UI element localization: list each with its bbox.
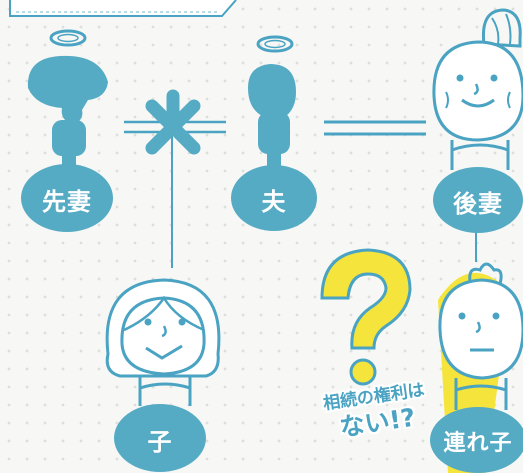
stepchild-label: 連れ子 xyxy=(443,431,513,456)
divorce-cross-icon xyxy=(145,89,201,155)
second-wife-label: 後妻 xyxy=(453,189,503,218)
former-wife-label: 先妻 xyxy=(42,187,92,216)
silhouette-neck xyxy=(52,120,86,156)
label-bubble xyxy=(21,164,113,232)
former-wife xyxy=(21,29,113,232)
silhouette-head xyxy=(248,64,296,116)
label-bubble xyxy=(231,165,317,231)
face xyxy=(438,278,523,380)
stepchild xyxy=(430,262,523,473)
top-card xyxy=(9,0,237,17)
child-label: 子 xyxy=(147,427,173,456)
second-wife xyxy=(432,8,523,233)
husband-label: 夫 xyxy=(261,187,287,216)
hair-bun xyxy=(481,8,522,48)
halo-icon xyxy=(256,35,294,53)
label-bubble xyxy=(433,167,523,233)
hair-tuft xyxy=(468,262,503,285)
label-bubble xyxy=(430,407,523,473)
child xyxy=(105,278,221,472)
halo-icon xyxy=(49,29,87,47)
silhouette-head xyxy=(27,55,109,124)
label-bubble xyxy=(114,404,206,472)
question-mark-icon xyxy=(320,248,412,386)
husband xyxy=(231,35,317,231)
silhouette-neck xyxy=(258,112,290,154)
